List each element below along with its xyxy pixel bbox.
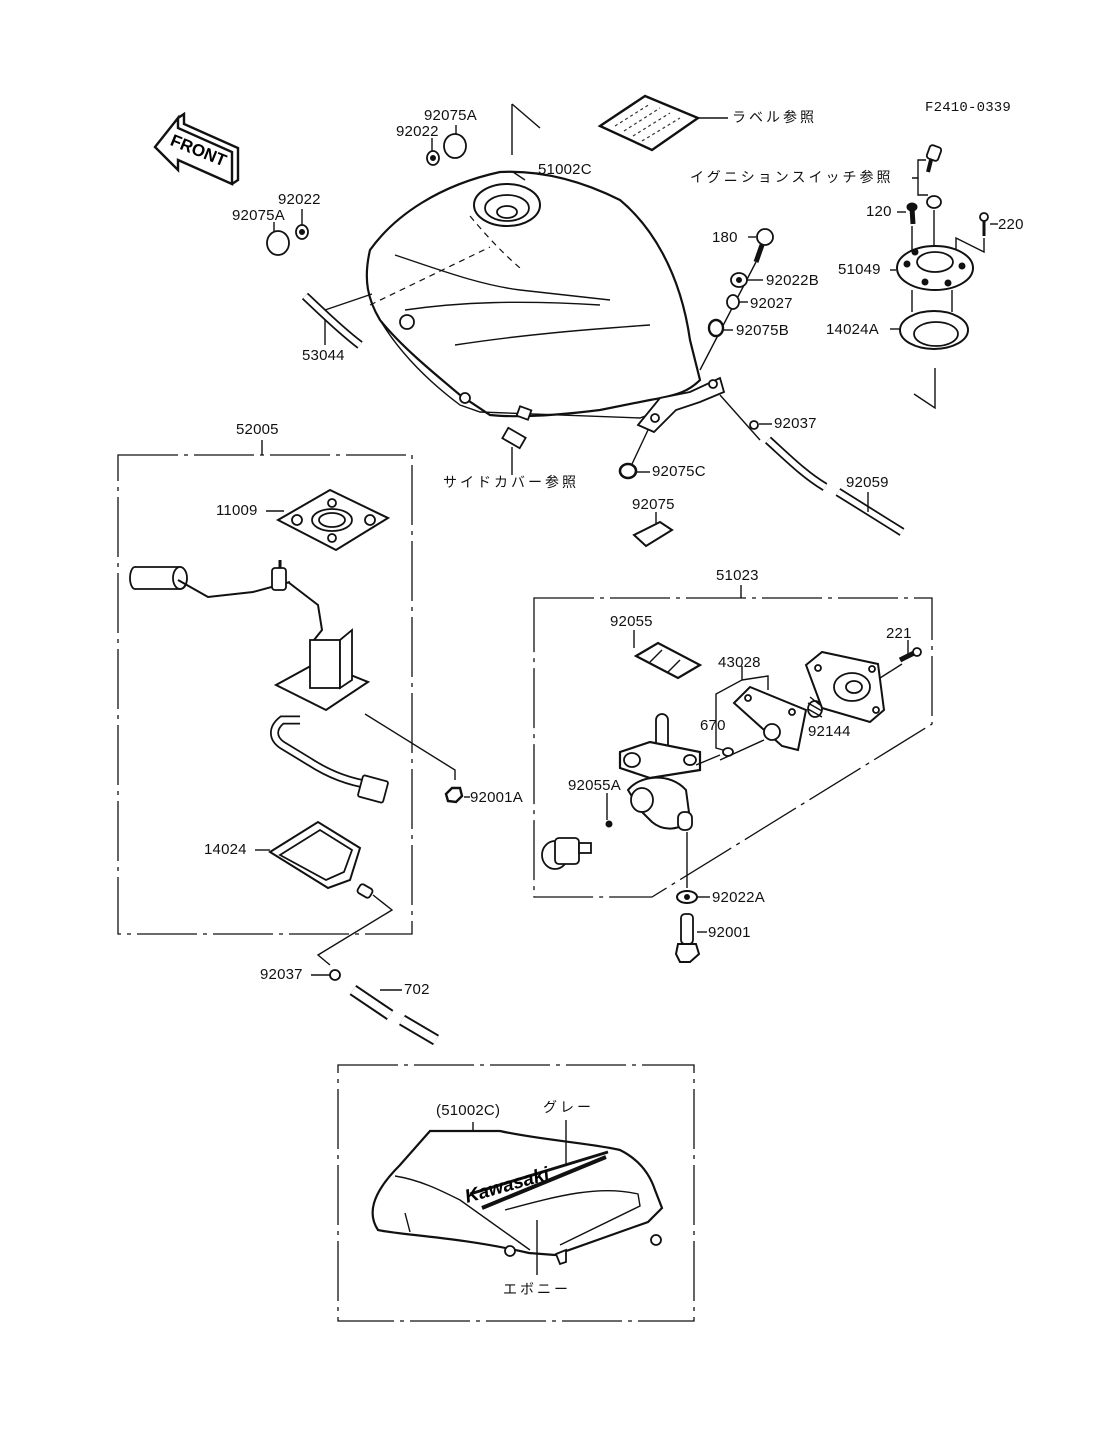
front-arrow-icon: FRONT <box>153 111 240 186</box>
damper-92075A-left <box>266 222 290 256</box>
part-label-702: 702 <box>404 981 430 998</box>
bolt-92001 <box>674 913 707 963</box>
part-label-53044: 53044 <box>302 347 345 364</box>
fuel-gauge-sender <box>129 560 389 804</box>
fuel-tap-body <box>618 713 702 831</box>
part-label-92075: 92075 <box>632 496 675 513</box>
part-label-670: 670 <box>700 717 726 734</box>
part-label-92055A: 92055A <box>568 777 621 794</box>
diaphragm-43028 <box>715 666 808 753</box>
screw-92001A <box>444 786 470 804</box>
filter-14024 <box>255 820 374 899</box>
note-gray: グレー <box>543 1100 594 1116</box>
note-side-cover-ref: サイドカバー参照 <box>443 475 579 491</box>
collar-92022-left <box>295 209 309 240</box>
part-label-51002C: 51002C <box>538 161 592 178</box>
washer-92022A <box>676 890 710 904</box>
part-label-92022-top: 92022 <box>396 123 439 140</box>
part-label-92075A-top: 92075A <box>424 107 477 124</box>
part-label-92001A: 92001A <box>470 789 523 806</box>
damper-92075 <box>632 512 674 548</box>
part-label-11009: 11009 <box>216 502 258 519</box>
part-label-51049: 51049 <box>838 261 881 278</box>
damper-92075A-top <box>443 125 467 159</box>
tank-bracket <box>636 376 726 434</box>
bolt-180 <box>753 228 774 263</box>
part-label-120: 120 <box>866 203 892 220</box>
part-label-92075A-left: 92075A <box>232 207 285 224</box>
fuel-tank <box>365 170 702 421</box>
part-label-51002C-inset: (51002C) <box>436 1102 501 1119</box>
part-label-220: 220 <box>998 216 1024 233</box>
gasket-11009 <box>266 488 391 552</box>
part-label-92037-bottom: 92037 <box>260 966 303 983</box>
part-label-180: 180 <box>712 229 738 246</box>
label-sheet-icon <box>597 94 728 152</box>
fuel-tank-color-variant: Kawasaki <box>371 1120 664 1275</box>
part-label-92027: 92027 <box>750 295 793 312</box>
gasket-92055 <box>633 630 703 680</box>
note-ebony: エボニー <box>503 1282 571 1298</box>
part-label-43028: 43028 <box>718 654 761 671</box>
part-label-14024: 14024 <box>204 841 247 858</box>
part-label-92022B: 92022B <box>766 272 819 289</box>
part-label-92075C: 92075C <box>652 463 706 480</box>
note-ignition-ref: イグニションスイッチ参照 <box>690 170 894 186</box>
screw-221 <box>898 640 922 663</box>
reference-code: F2410-0339 <box>925 100 1012 116</box>
reserve-knob <box>541 837 592 870</box>
part-label-92075B: 92075B <box>736 322 789 339</box>
part-label-92059: 92059 <box>846 474 889 491</box>
note-label-ref: ラベル参照 <box>732 110 817 126</box>
part-label-92055: 92055 <box>610 613 653 630</box>
fuel-cap-51049 <box>890 245 974 291</box>
part-label-92001: 92001 <box>708 924 751 941</box>
collar-92022-top <box>426 138 440 166</box>
part-label-92022-left: 92022 <box>278 191 321 208</box>
part-label-92037-top: 92037 <box>774 415 817 432</box>
gasket-14024A <box>890 310 969 350</box>
part-label-52005: 52005 <box>236 421 279 438</box>
part-label-51023: 51023 <box>716 567 759 584</box>
hose-53044 <box>301 292 373 349</box>
part-label-14024A: 14024A <box>826 321 879 338</box>
cover-plate <box>804 650 886 724</box>
key-icon <box>925 144 943 173</box>
part-label-92022A: 92022A <box>712 889 765 906</box>
clip-92037-bottom <box>311 969 341 981</box>
part-label-92144: 92144 <box>808 723 851 740</box>
part-label-221: 221 <box>886 625 912 642</box>
